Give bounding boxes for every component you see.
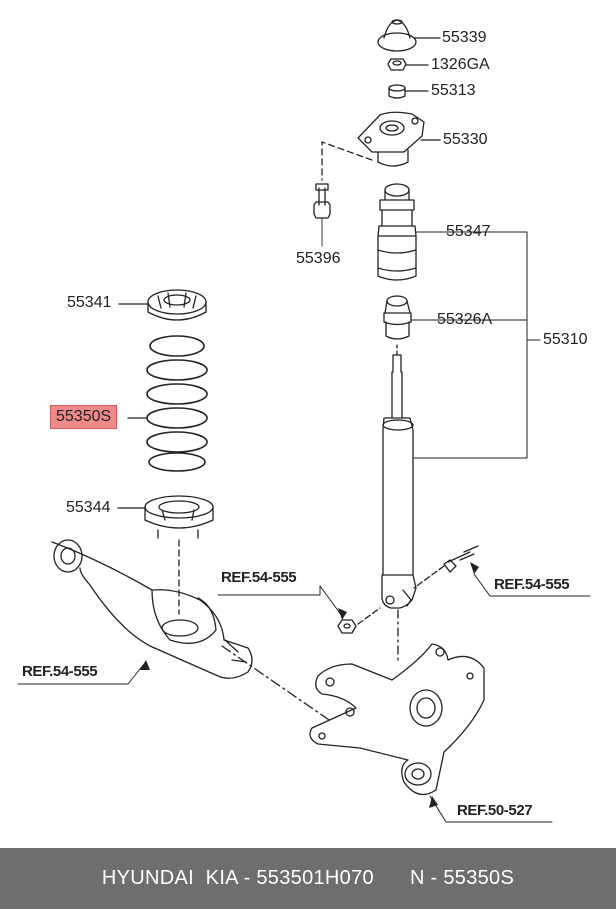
- coil-spring-part: [146, 335, 208, 472]
- ref-label-strut-bolt: REF.54-555: [494, 576, 570, 593]
- dust-cap-part: [377, 19, 417, 52]
- part-label-55350s-highlighted[interactable]: 55350S: [50, 405, 118, 429]
- washer-part: [388, 84, 406, 99]
- footer-brand-part-number: HYUNDAI KIA - 553501H070: [101, 867, 374, 889]
- ref-label-lower-arm: REF.54-555: [22, 663, 98, 680]
- part-label-55396: 55396: [296, 250, 341, 267]
- lock-nut-part: [387, 58, 407, 71]
- part-label-55310: 55310: [543, 331, 588, 348]
- footer-bar: HYUNDAI KIA - 553501H070 N - 55350S: [0, 848, 616, 909]
- strut-bolt-part: [443, 545, 479, 573]
- mount-bolt-part: [313, 183, 331, 247]
- part-label-55330: 55330: [443, 131, 488, 148]
- part-label-55344: 55344: [66, 499, 111, 516]
- lower-spring-pad-part: [144, 495, 214, 539]
- ref-label-knuckle: REF.50-527: [457, 802, 533, 819]
- strut-nut-part: [337, 619, 357, 634]
- part-label-1326ga: 1326GA: [431, 56, 490, 73]
- part-label-55313: 55313: [431, 82, 476, 99]
- part-label-55339: 55339: [442, 29, 487, 46]
- suspension-exploded-diagram: [17, 19, 591, 823]
- dust-boot-part: [377, 183, 417, 281]
- upper-spring-pad-part: [147, 289, 207, 321]
- bump-stopper-part: [383, 295, 412, 340]
- shock-absorber-part: [381, 354, 417, 609]
- ref-label-strut-nut: REF.54-555: [221, 569, 297, 586]
- footer-diagram-number: N - 55350S: [409, 867, 515, 889]
- strut-mount-part: [357, 111, 425, 167]
- part-label-55326a: 55326A: [437, 311, 493, 328]
- lower-arm-part: [51, 539, 253, 679]
- part-label-55341: 55341: [67, 294, 112, 311]
- knuckle-part: [309, 643, 485, 796]
- part-label-55347: 55347: [446, 223, 491, 240]
